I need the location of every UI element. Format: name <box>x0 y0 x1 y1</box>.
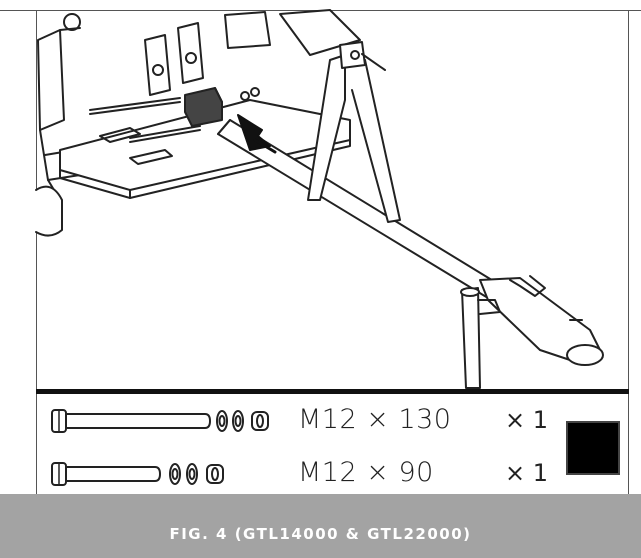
base-plate <box>59 99 351 199</box>
hardware-row: M12 × 130 × 1 <box>0 400 641 440</box>
hardware-qty-2: × 1 <box>505 459 549 487</box>
hardware-qty-1: × 1 <box>505 406 549 434</box>
short-bolt-icon <box>51 462 224 486</box>
caption-bar: FIG. 4 (GTL14000 & GTL22000) <box>0 494 641 558</box>
machine-body <box>35 13 81 237</box>
figure-frame: M12 × 130 × 1 M12 × 90 × 1 <box>0 9 641 494</box>
top-mechanism <box>224 9 361 56</box>
hardware-spec-1: M12 × 130 <box>298 404 452 435</box>
hitch-coupler <box>479 275 604 366</box>
a-frame-stand <box>307 41 401 223</box>
hardware-row: M12 × 90 × 1 <box>0 453 641 493</box>
hardware-swatch <box>566 421 620 475</box>
bolts-on-plate <box>89 87 260 143</box>
jack-leg <box>460 287 501 389</box>
assembly-illustration <box>35 9 604 389</box>
hardware-spec-2: M12 × 90 <box>298 457 434 488</box>
receiver-block <box>184 87 223 127</box>
frame-left-rule <box>36 10 37 494</box>
insertion-arrow <box>237 114 277 154</box>
hardware-divider <box>36 389 629 394</box>
frame-right-rule <box>628 10 629 494</box>
figure-caption: FIG. 4 (GTL14000 & GTL22000) <box>169 525 472 543</box>
upright-brackets <box>144 22 204 96</box>
long-bolt-icon <box>51 409 269 433</box>
